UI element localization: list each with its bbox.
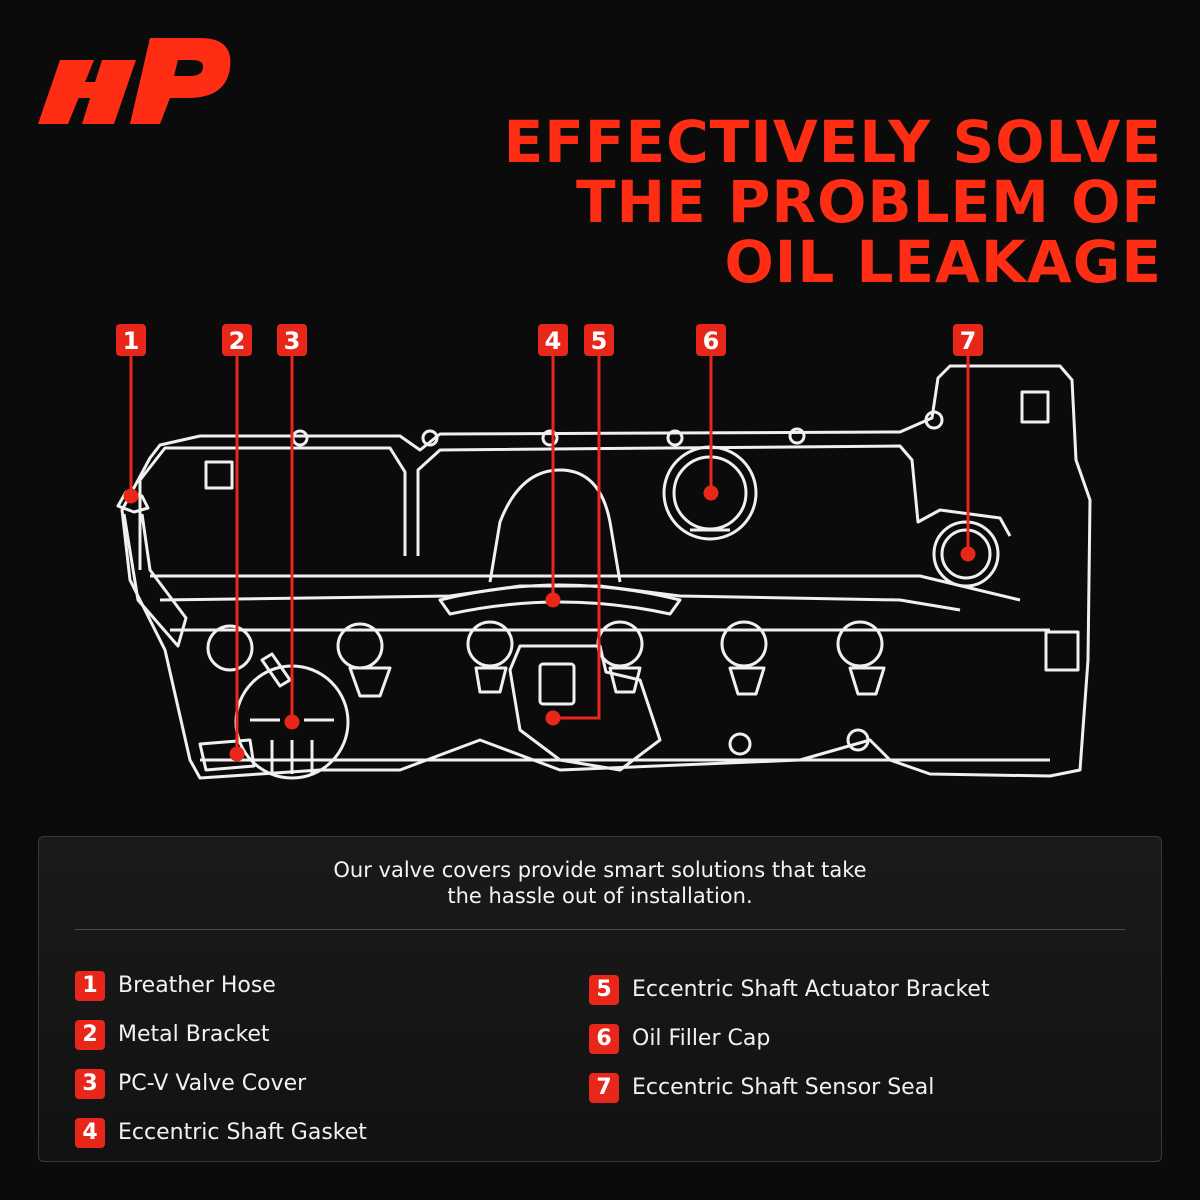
legend-label: Oil Filler Cap xyxy=(632,1026,771,1051)
legend-label: Metal Bracket xyxy=(118,1022,270,1047)
legend-panel: Our valve covers provide smart solutions… xyxy=(38,836,1162,1162)
svg-text:3: 3 xyxy=(284,327,301,355)
legend-number: 7 xyxy=(589,1072,619,1103)
legend-number: 1 xyxy=(75,970,105,1001)
legend-number: 4 xyxy=(75,1117,105,1148)
headline-line-1: EFFECTIVELY SOLVE xyxy=(503,108,1162,176)
legend-number: 2 xyxy=(75,1019,105,1050)
divider xyxy=(75,929,1125,930)
legend-label: Breather Hose xyxy=(118,973,276,998)
legend-label: Eccentric Shaft Gasket xyxy=(118,1120,367,1145)
legend-label: Eccentric Shaft Sensor Seal xyxy=(632,1075,935,1100)
description: Our valve covers provide smart solutions… xyxy=(39,857,1161,909)
callout-badge-3: 3 xyxy=(277,324,307,356)
callout-leaders xyxy=(123,356,976,762)
valve-cover-outline xyxy=(116,364,1092,780)
valve-cover-diagram: 1 2 3 4 5 6 7 xyxy=(116,324,1092,780)
callout-badge-2: 2 xyxy=(222,324,252,356)
svg-text:6: 6 xyxy=(703,327,720,355)
legend-column-left: 1 Breather Hose 2 Metal Bracket 3 PC-V V… xyxy=(75,961,367,1157)
description-line-2: the hassle out of installation. xyxy=(447,884,753,908)
legend-item: 1 Breather Hose xyxy=(75,961,367,1010)
legend-item: 6 Oil Filler Cap xyxy=(589,1014,990,1063)
legend-item: 3 PC-V Valve Cover xyxy=(75,1059,367,1108)
headline-line-3: OIL LEAKAGE xyxy=(724,228,1162,296)
legend-item: 4 Eccentric Shaft Gasket xyxy=(75,1108,367,1157)
legend-number: 5 xyxy=(589,974,619,1005)
headline-line-2: THE PROBLEM OF xyxy=(575,168,1162,236)
callout-badge-5: 5 xyxy=(584,324,614,356)
svg-text:7: 7 xyxy=(960,327,977,355)
headline: EFFECTIVELY SOLVE THE PROBLEM OF OIL LEA… xyxy=(222,112,1162,292)
callout-badge-4: 4 xyxy=(538,324,568,356)
legend-label: Eccentric Shaft Actuator Bracket xyxy=(632,977,990,1002)
svg-text:2: 2 xyxy=(229,327,246,355)
callout-badge-1: 1 xyxy=(116,324,146,356)
svg-text:4: 4 xyxy=(545,327,562,355)
legend-item: 5 Eccentric Shaft Actuator Bracket xyxy=(589,965,990,1014)
legend-label: PC-V Valve Cover xyxy=(118,1071,307,1096)
ap-logo-icon xyxy=(38,38,231,124)
svg-text:1: 1 xyxy=(123,327,140,355)
svg-text:5: 5 xyxy=(591,327,608,355)
legend-column-right: 5 Eccentric Shaft Actuator Bracket 6 Oil… xyxy=(589,965,990,1112)
legend-number: 6 xyxy=(589,1023,619,1054)
callout-badge-7: 7 xyxy=(953,324,983,356)
legend-item: 7 Eccentric Shaft Sensor Seal xyxy=(589,1063,990,1112)
legend-item: 2 Metal Bracket xyxy=(75,1010,367,1059)
legend-number: 3 xyxy=(75,1068,105,1099)
description-line-1: Our valve covers provide smart solutions… xyxy=(333,858,867,882)
callout-badge-6: 6 xyxy=(696,324,726,356)
